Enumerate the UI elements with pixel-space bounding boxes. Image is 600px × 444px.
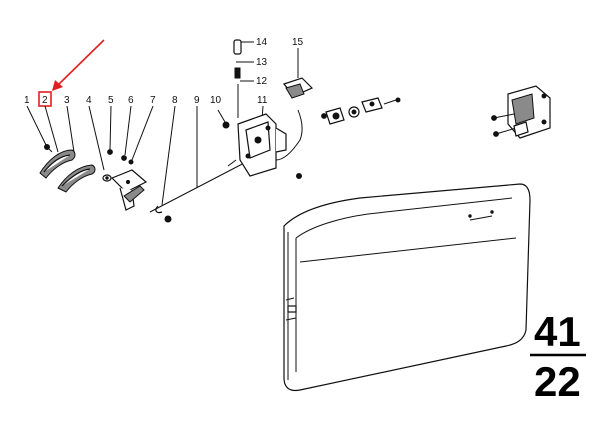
part-2-inner-handle [39,149,76,179]
page-ref-bottom: 22 [534,358,581,405]
part-10-nut [222,121,230,129]
part-15-cover [282,77,314,99]
callout-10: 10 [210,95,222,106]
callout-2: 2 [42,95,48,106]
page-reference: 41 22 [530,308,586,405]
part-9-rod [149,159,251,223]
striker-plate [491,85,551,139]
callout-8: 8 [172,95,178,106]
callout-15: 15 [292,37,304,48]
callout-13: 13 [256,57,268,68]
leader-lines [26,41,299,206]
part-14-lock-knob [233,39,242,55]
part-1-screw [44,144,53,153]
callout-5: 5 [108,95,114,106]
part-5-screw [107,149,113,155]
remote-lever-bracket [110,169,148,211]
part-11-door-lock [227,109,303,179]
pointer-arrow [52,39,105,91]
part-7-nut [128,159,134,165]
callout-1: 1 [24,95,30,106]
part-13-spring [234,67,241,79]
callout-6: 6 [128,95,134,106]
callout-7: 7 [150,95,156,106]
callout-3: 3 [64,95,70,106]
lock-cylinder-parts [321,97,401,125]
part-6-screw [121,155,127,161]
callout-14: 14 [256,37,268,48]
callout-4: 4 [86,95,92,106]
callout-11: 11 [257,95,268,106]
part-4-washer [102,174,112,182]
callout-9: 9 [194,95,200,106]
door-shell [283,183,531,392]
part-3-handle-trim [57,164,96,193]
callout-12: 12 [256,76,268,87]
page-ref-top: 41 [534,308,581,355]
